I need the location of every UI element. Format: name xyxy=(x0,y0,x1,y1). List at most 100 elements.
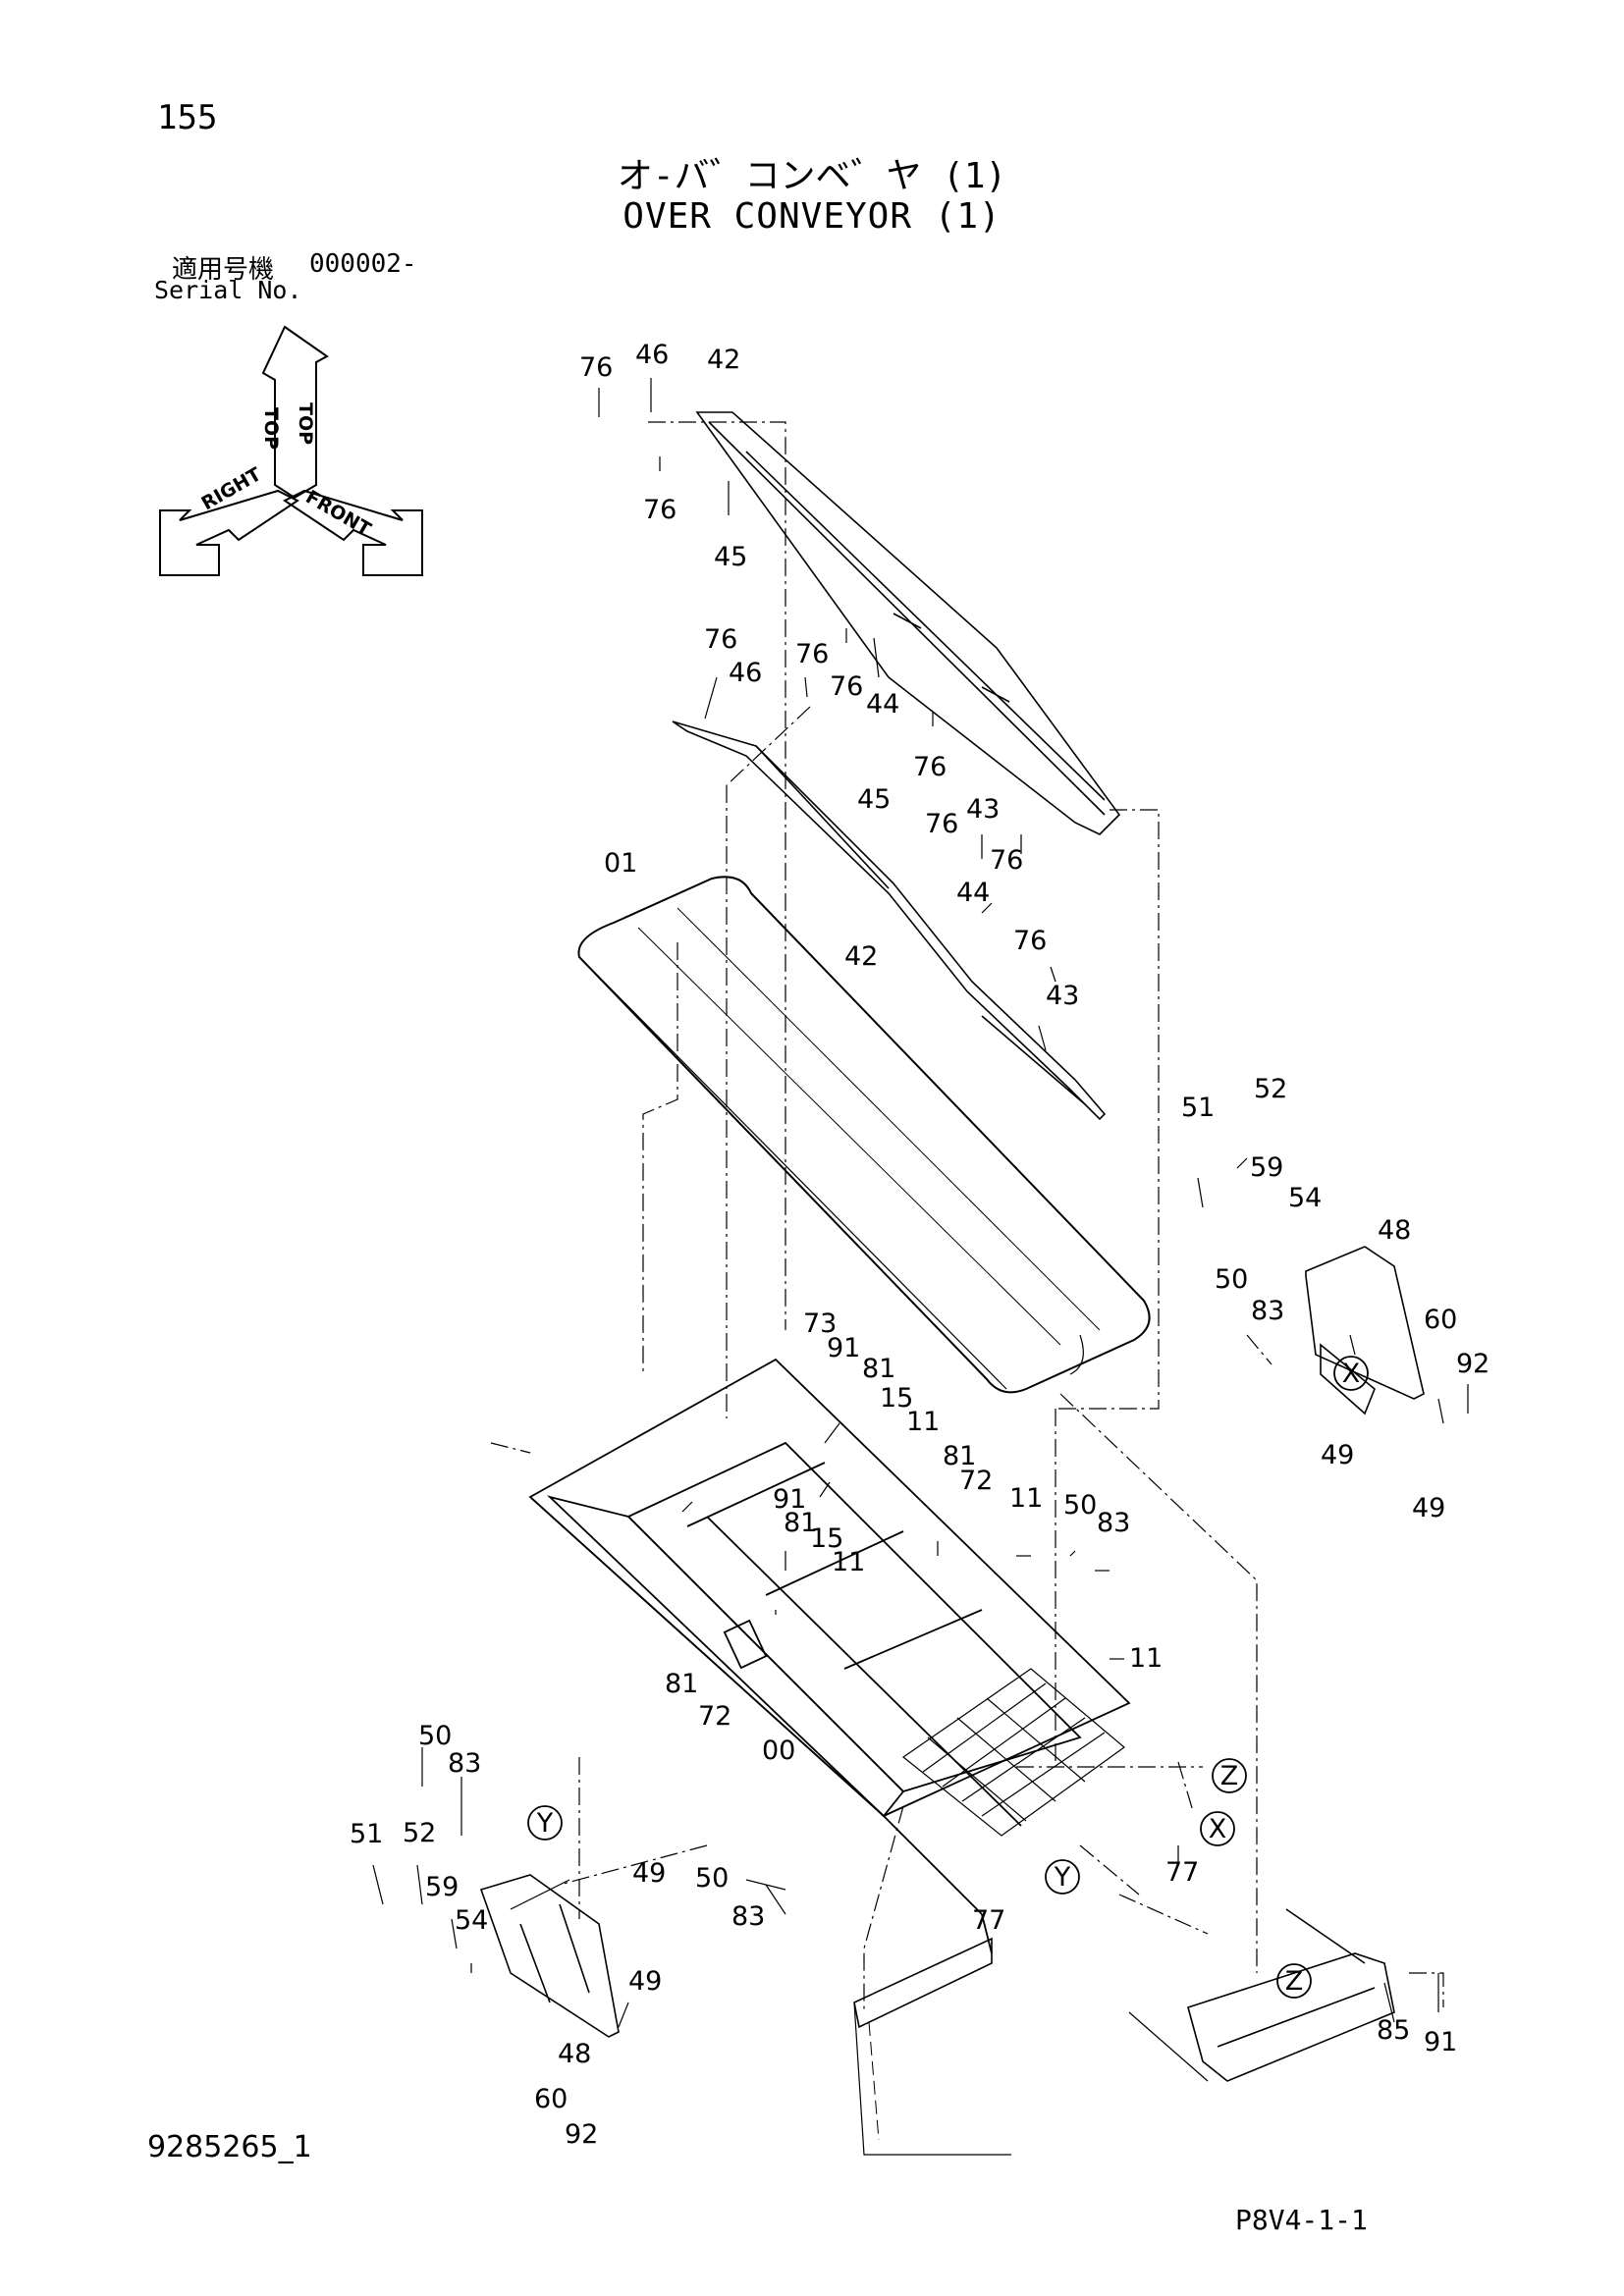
part-label: 45 xyxy=(857,784,891,815)
scraper-assembly xyxy=(1128,1908,1395,2082)
part-label: 83 xyxy=(731,1901,765,1932)
part-label: 48 xyxy=(558,2039,591,2069)
part-label: 15 xyxy=(810,1523,843,1554)
part-label: 81 xyxy=(784,1508,817,1538)
upper-frame-rail xyxy=(695,411,1121,835)
part-label: 92 xyxy=(565,2119,598,2150)
page-code: P8V4-1-1 xyxy=(1235,2204,1368,2236)
callout-y2: Y xyxy=(1054,1862,1071,1893)
part-label: 91 xyxy=(827,1333,860,1363)
part-label: 00 xyxy=(762,1735,795,1766)
serial-label-japanese: 適用号機 xyxy=(172,255,275,285)
part-label: 44 xyxy=(956,878,990,908)
part-label: 76 xyxy=(830,671,863,702)
part-label: 15 xyxy=(880,1383,913,1414)
title-japanese: オ-バ゛コンベ゛ヤ (1) xyxy=(617,156,1007,196)
conveyor-belt xyxy=(577,876,1151,1394)
callout-z1: Z xyxy=(1220,1761,1239,1791)
part-label: 48 xyxy=(1378,1215,1411,1246)
part-label: 77 xyxy=(972,1905,1005,1936)
leader-lines xyxy=(372,378,1469,2028)
orientation-labels: TOP TOP FRONT RIGHT xyxy=(198,402,375,541)
part-label: 11 xyxy=(1129,1643,1163,1674)
left-side-cover xyxy=(479,1874,620,2038)
part-label: 11 xyxy=(832,1547,865,1577)
part-label: 43 xyxy=(1046,981,1079,1011)
part-label: 43 xyxy=(966,794,1000,825)
part-label: 51 xyxy=(350,1819,383,1849)
lower-left-plate xyxy=(853,1937,1011,2156)
part-label: 72 xyxy=(698,1701,731,1732)
part-label: 60 xyxy=(534,2084,568,2114)
page-number: 155 xyxy=(157,98,218,137)
part-label: 50 xyxy=(1215,1264,1248,1295)
part-label: 73 xyxy=(803,1308,837,1339)
part-label: 91 xyxy=(1424,2027,1457,2057)
orientation-right: RIGHT xyxy=(198,463,265,514)
part-label: 60 xyxy=(1424,1305,1457,1335)
orientation-top: TOP xyxy=(295,402,316,445)
orientation-front: FRONT xyxy=(302,486,375,540)
part-label: 11 xyxy=(906,1407,940,1437)
serial-value: 000002- xyxy=(309,249,417,279)
part-label: 85 xyxy=(1377,2015,1410,2046)
reference-letters: X Z X Y Y Z xyxy=(536,1359,1361,1997)
part-label: 83 xyxy=(1251,1296,1284,1326)
serial-label-english: Serial No. xyxy=(154,276,302,304)
part-label: 81 xyxy=(665,1669,698,1699)
part-label: 52 xyxy=(403,1818,436,1848)
callout-y1: Y xyxy=(536,1808,554,1839)
right-side-cover xyxy=(1305,1246,1425,1415)
orientation-indicator xyxy=(159,325,423,576)
part-label: 51 xyxy=(1181,1093,1215,1123)
part-label: 81 xyxy=(943,1441,976,1471)
title-english: OVER CONVEYOR (1) xyxy=(623,196,1001,237)
part-label: 72 xyxy=(959,1466,993,1496)
part-label: 59 xyxy=(425,1872,459,1902)
part-label: 42 xyxy=(844,941,878,972)
part-label: 59 xyxy=(1250,1152,1283,1183)
part-label: 49 xyxy=(1321,1440,1354,1470)
part-label: 50 xyxy=(1063,1490,1097,1521)
part-labels: 76 46 42 76 45 76 46 76 76 44 76 43 76 4… xyxy=(350,340,1489,2150)
part-label: 54 xyxy=(455,1905,488,1936)
part-label: 46 xyxy=(635,340,669,370)
part-label: 52 xyxy=(1254,1074,1287,1104)
part-label: 83 xyxy=(1097,1508,1130,1538)
part-label: 76 xyxy=(579,352,613,383)
part-label: 11 xyxy=(1009,1483,1043,1514)
part-label: 76 xyxy=(704,624,737,655)
callout-x1: X xyxy=(1342,1359,1361,1389)
callout-z2: Z xyxy=(1285,1966,1304,1997)
middle-side-rail xyxy=(672,721,1107,1121)
part-label: 76 xyxy=(990,845,1023,876)
part-label: 76 xyxy=(795,639,829,669)
part-label: 42 xyxy=(707,345,740,375)
part-label: 83 xyxy=(448,1748,481,1779)
part-label: 76 xyxy=(925,809,958,839)
part-label: 54 xyxy=(1288,1183,1322,1213)
reference-circles xyxy=(527,1356,1369,1999)
part-label: 44 xyxy=(866,689,899,720)
part-label: 92 xyxy=(1456,1349,1489,1379)
part-label: 91 xyxy=(773,1484,806,1515)
part-label: 81 xyxy=(862,1354,895,1384)
main-frame xyxy=(528,1358,1131,1954)
part-label: 76 xyxy=(913,752,947,782)
drawing-id: 9285265_1 xyxy=(147,2130,312,2164)
part-label: 01 xyxy=(604,848,637,879)
orientation-top-shadow: TOP xyxy=(260,407,282,450)
part-label: 49 xyxy=(632,1858,666,1889)
part-label: 49 xyxy=(628,1966,662,1997)
part-label: 49 xyxy=(1412,1493,1445,1523)
part-label: 76 xyxy=(643,495,677,525)
part-label: 45 xyxy=(714,542,747,572)
part-label: 50 xyxy=(695,1863,729,1894)
part-label: 50 xyxy=(418,1721,452,1751)
assembly-lines xyxy=(490,421,1444,2012)
callout-x2: X xyxy=(1209,1814,1227,1844)
part-label: 76 xyxy=(1013,926,1047,956)
part-label: 77 xyxy=(1165,1857,1199,1888)
grate xyxy=(901,1668,1125,1837)
